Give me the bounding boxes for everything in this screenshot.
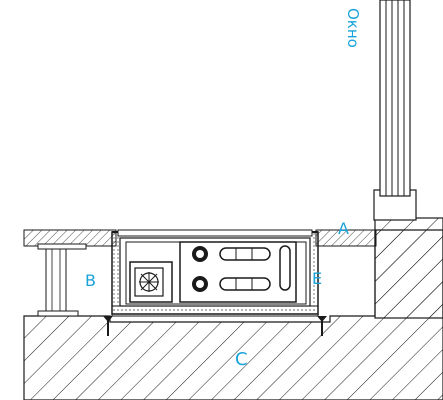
label-a: A — [338, 219, 349, 238]
label-b: B — [85, 271, 96, 290]
insulation-strip — [111, 305, 319, 317]
wall-block — [374, 217, 443, 319]
label-window: Окно — [344, 8, 362, 48]
label-e: E — [312, 269, 322, 288]
support-pillar — [37, 243, 87, 317]
heat-exchanger — [179, 241, 297, 303]
window-frame — [373, 0, 417, 221]
fan-unit — [129, 261, 173, 303]
leveling-feet — [103, 316, 327, 336]
label-c: C — [235, 349, 248, 370]
